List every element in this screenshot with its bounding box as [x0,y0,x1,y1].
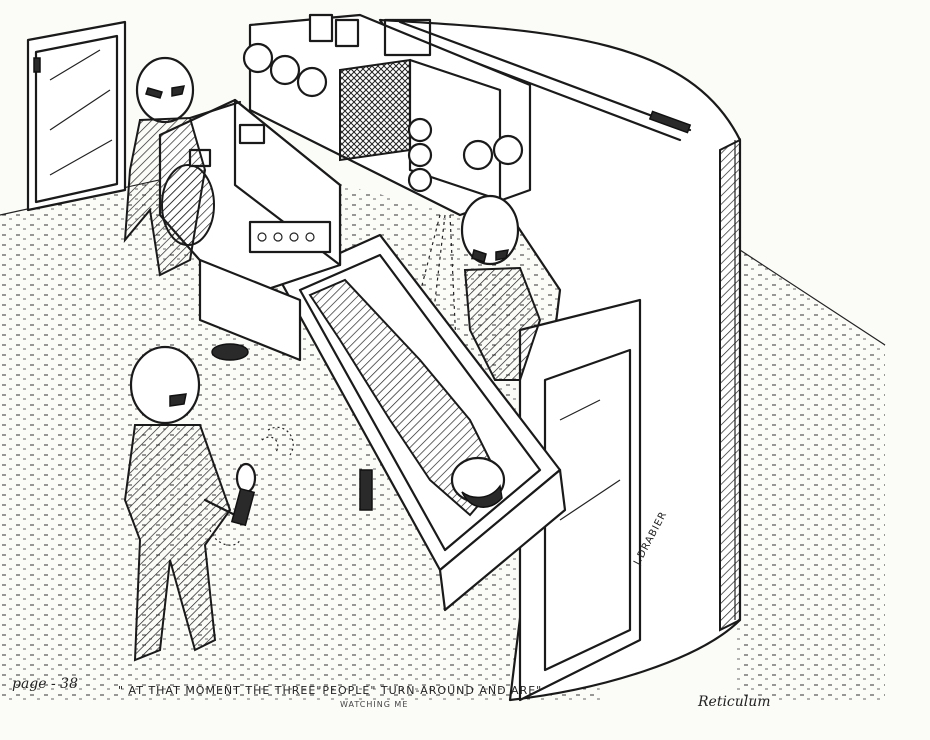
floor-right [735,250,885,700]
page-number: page - 38 [12,676,79,692]
place-signature: Reticulum [698,694,771,710]
wall-rail [398,20,692,132]
back-door [26,20,127,212]
being-back [123,56,242,277]
curved-wall [378,18,742,702]
being-front [123,345,294,662]
being-right [460,194,542,381]
caption-line-1: " AT THAT MOMENT THE THREE"PEOPLE" TURN-… [118,684,543,697]
caption-line-2: WATCHING ME [340,700,409,709]
operating-table [278,233,567,612]
